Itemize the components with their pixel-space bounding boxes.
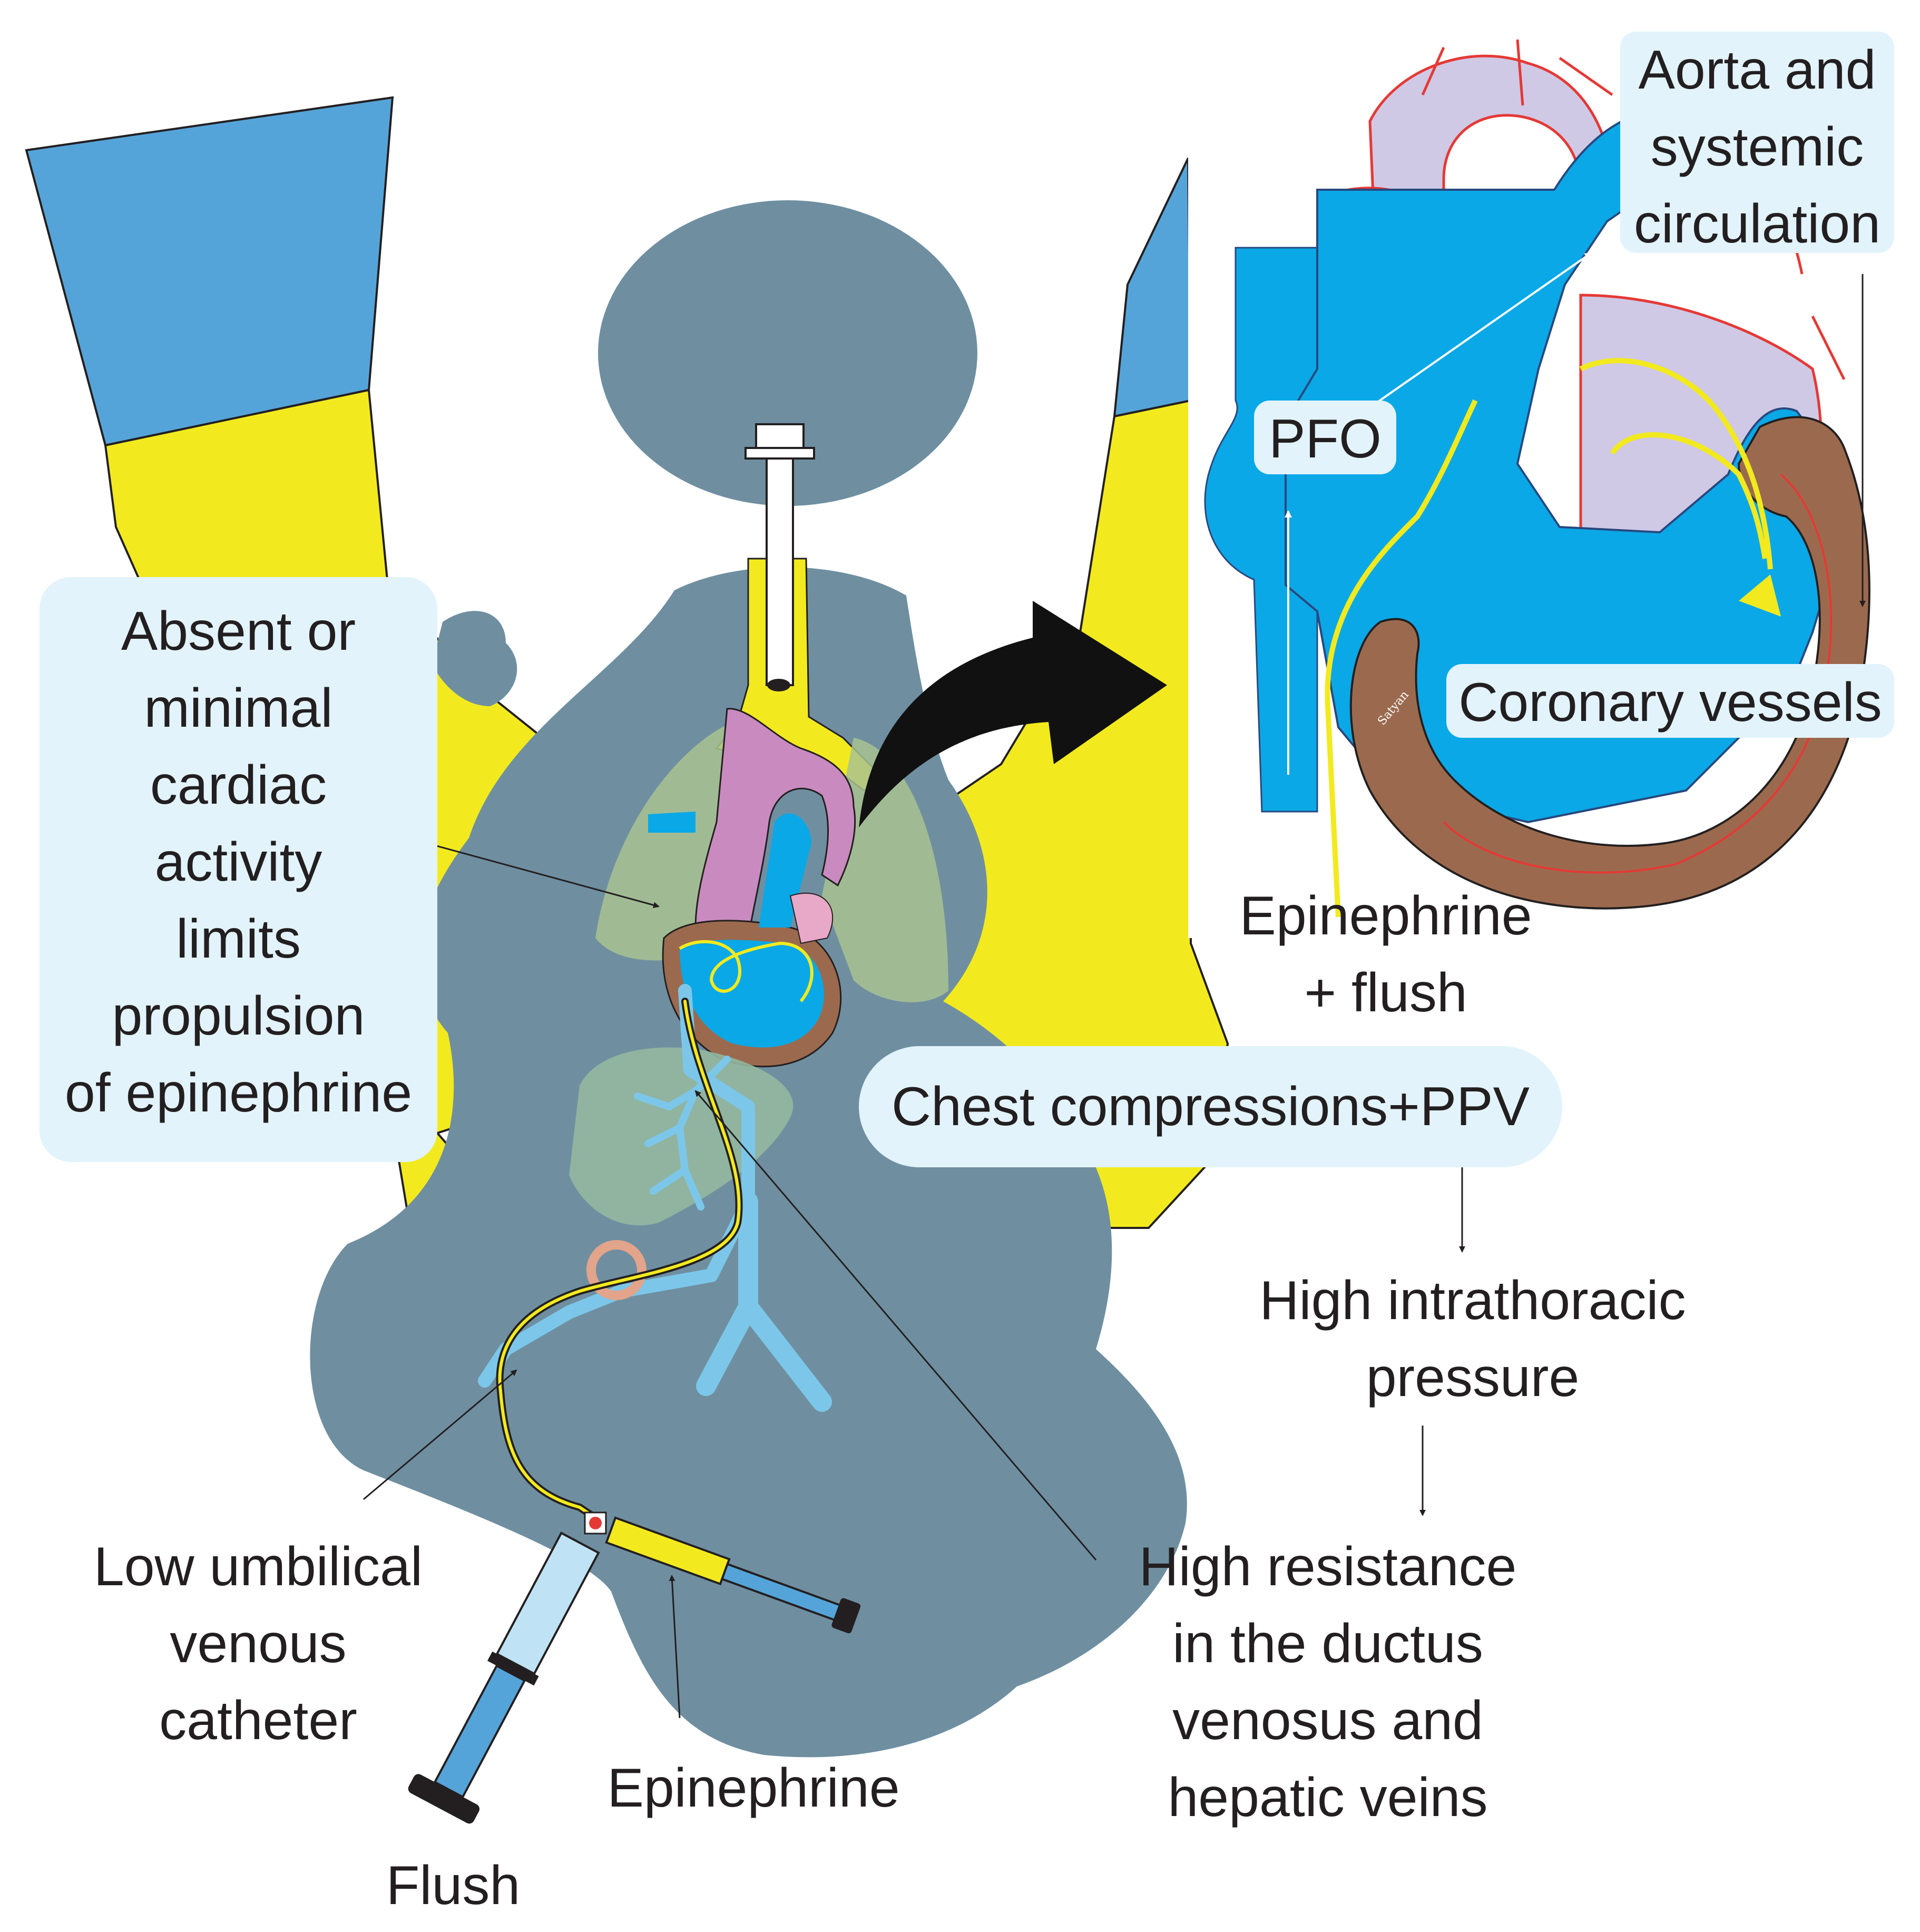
systemic-vessel-lines: [1421, 39, 1846, 380]
epinephrine-text: Epinephrine: [607, 1758, 900, 1819]
aorta-line: Aorta and: [1638, 40, 1876, 101]
flush-syringe: [408, 1531, 600, 1824]
aorta-line: circulation: [1633, 193, 1881, 255]
epinephrine-flush-line: Epinephrine: [1239, 885, 1532, 947]
epi-arrowhead: [1739, 574, 1781, 617]
pfo-text: PFO: [1269, 408, 1382, 470]
coronary-artery-large: [1443, 473, 1833, 874]
epinephrine-flush-label: Epinephrine + flush: [1196, 877, 1575, 1031]
infant-head: [598, 200, 977, 506]
infant-left-hand: [432, 611, 517, 706]
uvc-label: Low umbilical venous catheter: [47, 1528, 469, 1759]
epinephrine-flush-line: + flush: [1304, 962, 1467, 1023]
umbilicus: [586, 1240, 646, 1300]
resistance-line: venosus and: [1172, 1690, 1483, 1751]
et-tube-flange: [745, 447, 815, 460]
flush-label: Flush: [358, 1847, 548, 1924]
flush-text: Flush: [386, 1855, 521, 1916]
uvc-line: Low umbilical: [93, 1536, 423, 1597]
stopcock-valve: [589, 1517, 602, 1529]
arrow-resistance-to-dv: [694, 1090, 1097, 1560]
aorta-line: systemic: [1650, 116, 1864, 178]
intrathoracic-label: High intrathoracic pressure: [1201, 1262, 1744, 1416]
resistance-line: High resistance: [1139, 1536, 1517, 1597]
absent-activity-line: of epinephrine: [64, 1062, 413, 1124]
resistance-line: hepatic veins: [1168, 1767, 1488, 1828]
coronary-text: Coronary vessels: [1458, 672, 1882, 733]
catheter-setup: [408, 998, 861, 1824]
resistance-label: High resistance in the ductus venosus an…: [1096, 1528, 1560, 1836]
epi-path-large: [1325, 399, 1478, 918]
absent-activity-line: activity: [154, 832, 322, 893]
et-tube: [766, 457, 794, 686]
resistance-line: in the ductus: [1172, 1613, 1483, 1674]
pulmonary-small: [759, 813, 811, 928]
coronary-label: Coronary vessels: [1446, 664, 1894, 738]
absent-activity-line: minimal: [144, 678, 333, 739]
et-tube-connector: [755, 423, 805, 449]
chest-compressions-text: Chest compressions+PPV: [892, 1076, 1530, 1137]
absent-activity-line: propulsion: [112, 985, 365, 1047]
absent-activity-line: Absent or: [121, 601, 356, 662]
uvc-line: venous: [170, 1613, 347, 1674]
absent-activity-label: Absent or minimal cardiac activity limit…: [40, 577, 437, 1162]
atrium-small: [789, 892, 834, 944]
epinephrine-syringe: [605, 1516, 861, 1634]
right-sleeve: [1113, 158, 1192, 418]
intrathoracic-line: pressure: [1366, 1347, 1580, 1408]
absent-activity-line: cardiac: [150, 755, 327, 816]
chest-compressions-label: Chest compressions+PPV: [859, 1046, 1562, 1167]
intrathoracic-line: High intrathoracic: [1259, 1270, 1686, 1331]
lung-vein-small: [648, 812, 695, 833]
aorta-label: Aorta and systemic circulation: [1620, 32, 1894, 255]
absent-activity-line: limits: [176, 909, 301, 970]
arrow-uvc: [363, 1369, 517, 1500]
uvc-line: catheter: [159, 1690, 357, 1751]
epinephrine-label: Epinephrine: [595, 1750, 912, 1827]
umbilical-catheter-inner: [498, 1000, 741, 1519]
infant-heart: [648, 708, 856, 1068]
left-sleeve: [25, 96, 394, 447]
arrow-epinephrine-up: [669, 1575, 681, 1719]
et-tube-tip: [767, 679, 790, 691]
hepatic-vein: [634, 1056, 731, 1211]
epi-path-small: [679, 940, 814, 1002]
pfo-label: PFO: [1254, 401, 1396, 474]
epi-loop-large: [1579, 358, 1773, 570]
arrow-pfo-to-aorta: [1364, 252, 1592, 412]
zoom-arrow: [859, 601, 1167, 827]
ivc: [696, 1192, 832, 1412]
